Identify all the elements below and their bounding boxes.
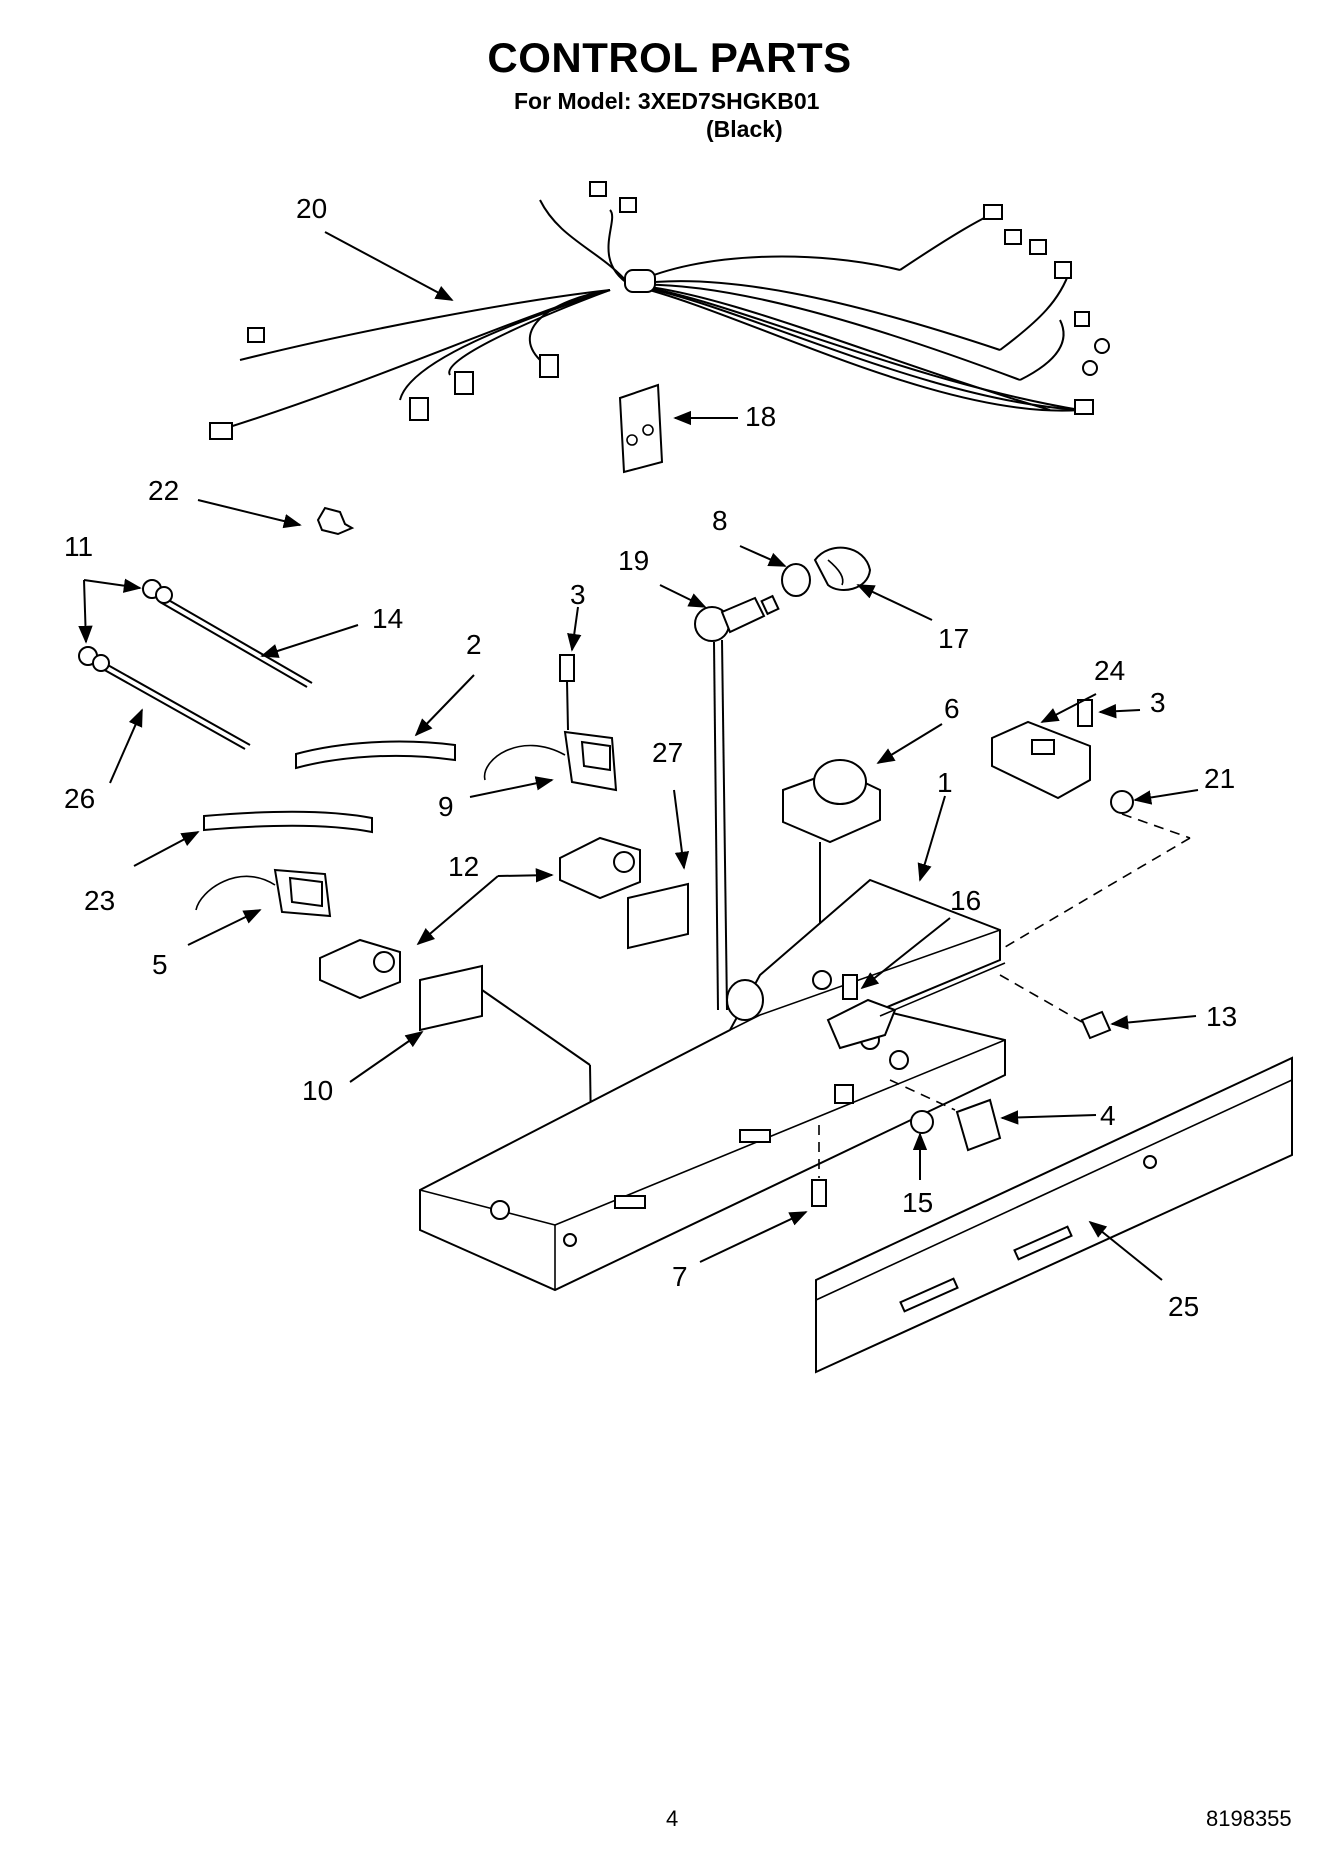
model-number: For Model: 3XED7SHGKB01	[514, 88, 820, 114]
callout-15: 15	[902, 1187, 933, 1218]
callout-3: 3	[570, 579, 586, 610]
callout-11: 11	[64, 531, 93, 562]
callout-24: 24	[1094, 655, 1125, 686]
wire-harness-part	[209, 181, 1110, 440]
capillary-tube-part	[78, 579, 313, 750]
callout-20: 20	[296, 193, 327, 224]
clip-part	[316, 506, 355, 536]
timer-part	[782, 759, 881, 970]
light-bulb-part	[694, 546, 872, 1011]
callout-23: 23	[84, 885, 115, 916]
label-part	[419, 964, 483, 1032]
callout-27: 27	[652, 737, 683, 768]
callout-8: 8	[712, 505, 728, 536]
board-part	[991, 699, 1191, 951]
callout-7: 7	[672, 1261, 688, 1292]
switch-part	[195, 868, 332, 918]
callout-12: 12	[448, 851, 479, 882]
callout-3: 3	[1150, 687, 1166, 718]
callout-21: 21	[1204, 763, 1235, 794]
switch-part	[483, 654, 618, 792]
label-part	[627, 882, 689, 950]
callout-14: 14	[372, 603, 403, 634]
page-number: 4	[666, 1806, 679, 1831]
callout-9: 9	[438, 791, 454, 822]
callout-17: 17	[938, 623, 969, 654]
callout-16: 16	[950, 885, 981, 916]
callout-13: 13	[1206, 1001, 1237, 1032]
callout-6: 6	[944, 693, 960, 724]
page-title: CONTROL PARTS	[487, 34, 852, 81]
callout-labels: 1 2 3 3 4 5 6 7 8 9 10 11 12 13 14 15 16…	[64, 193, 1237, 1322]
callout-10: 10	[302, 1075, 333, 1106]
leader-lines	[78, 231, 1199, 1281]
tube-part	[203, 810, 373, 834]
callout-2: 2	[466, 629, 482, 660]
document-number: 8198355	[1206, 1806, 1292, 1831]
model-color: (Black)	[706, 116, 783, 142]
control-housing-part	[419, 878, 1006, 1292]
callout-22: 22	[148, 475, 179, 506]
bracket-part	[319, 836, 641, 1000]
callout-1: 1	[937, 767, 953, 798]
tube-part	[295, 740, 456, 770]
callout-19: 19	[618, 545, 649, 576]
foam-block-part	[618, 383, 664, 474]
lamp-switch-part	[889, 1079, 1002, 1152]
front-trim-part	[815, 1056, 1293, 1374]
callout-25: 25	[1168, 1291, 1199, 1322]
callout-18: 18	[745, 401, 776, 432]
callout-4: 4	[1100, 1100, 1116, 1131]
screw-part	[811, 974, 1112, 1207]
callout-26: 26	[64, 783, 95, 814]
callout-5: 5	[152, 949, 168, 980]
